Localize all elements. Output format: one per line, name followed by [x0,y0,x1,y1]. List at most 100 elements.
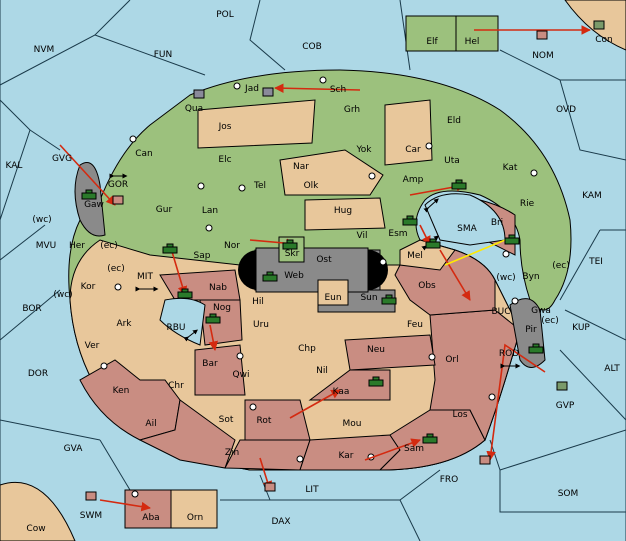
province-label-nor: Nor [224,241,240,251]
province-label-mou: Mou [343,419,362,429]
province-label-elc: Elc [218,155,231,165]
land-rot[interactable] [244,399,311,441]
province-label-sch: Sch [330,85,346,95]
province-label-ark: Ark [116,319,132,329]
province-label-rod: ROD [499,349,519,359]
province-label-yok: Yok [355,145,372,155]
province-label-mel: Mel [407,251,423,261]
province-label-alt: ALT [604,364,620,374]
province-label-qua: Qua [185,104,203,114]
province-label-ovd: OVD [556,105,576,115]
province-label-feu: Feu [407,320,423,330]
province-label-kor: Kor [81,282,96,292]
land-mel[interactable] [399,239,456,271]
province-label-qwi: Qwi [233,370,250,380]
land-jos[interactable] [197,99,316,149]
province-label-wc1: (wc) [32,215,51,225]
land-orl[interactable] [429,309,521,442]
province-label-lan: Lan [202,206,218,216]
land-hel[interactable] [455,15,499,52]
province-label-sam: Sam [404,444,424,454]
land-bar[interactable] [194,344,246,396]
province-label-nab: Nab [209,283,227,293]
province-label-kar: Kar [339,451,354,461]
land-hug[interactable] [304,197,386,231]
province-label-gvg: GVG [52,154,72,164]
province-label-nil: Nil [316,366,328,376]
province-label-olk: Olk [304,181,320,191]
province-label-ken: Ken [113,386,130,396]
adjacency-arrows [109,173,521,369]
province-label-rie: Rie [520,199,535,209]
land-ail[interactable] [138,399,236,469]
province-label-gwa: Gwa [531,306,551,316]
move-arrows [59,25,591,512]
province-label-hug: Hug [334,206,352,216]
province-label-zin: Zin [225,448,239,458]
province-label-kam: KAM [582,191,602,201]
province-label-wc2: (wc) [496,273,515,283]
province-label-sma: SMA [457,224,477,234]
province-label-cob: COB [302,42,322,52]
province-label-cow: Cow [26,524,45,534]
support-line [444,239,506,266]
province-label-rot: Rot [257,416,272,426]
land-neu[interactable] [344,334,436,371]
province-label-kat: Kat [503,163,518,173]
province-label-kal: KAL [6,161,23,171]
province-label-lit: LIT [305,485,319,495]
province-label-jos: Jos [218,122,232,132]
supply-centers [100,76,538,498]
province-label-fro: FRO [440,475,459,485]
province-label-skr: Skr [285,249,300,259]
land-ken[interactable] [79,359,181,441]
province-label-eun: Eun [324,293,341,303]
province-label-jad: Jad [244,84,259,94]
province-label-ec4: (ec) [541,316,559,326]
province-label-bor: BOR [22,304,41,314]
province-label-chp: Chp [298,344,316,354]
province-label-eld: Eld [447,116,461,126]
land-orn[interactable] [170,489,218,529]
province-label-dax: DAX [271,517,290,527]
province-label-kup: KUP [572,323,590,333]
province-label-can: Can [135,149,153,159]
land-elf[interactable] [405,15,457,52]
province-label-con: Con [595,35,613,45]
land-nab[interactable] [159,269,241,301]
province-label-nvm: NVM [34,45,55,55]
province-label-bri: Bri [491,218,503,228]
province-label-bar: Bar [202,359,218,369]
province-label-los: Los [452,410,467,420]
province-label-pol: POL [216,10,234,20]
province-label-nar: Nar [293,162,309,172]
land-olk[interactable] [279,149,384,196]
province-label-swm: SWM [80,511,102,521]
province-label-ost: Ost [316,255,332,265]
province-label-grh: Grh [344,105,360,115]
province-label-ec2: (ec) [552,261,570,271]
land-ost-inner [255,247,369,293]
province-label-ail: Ail [145,419,156,429]
province-label-nog: Nog [213,303,231,313]
province-label-orn: Orn [187,513,203,523]
army-units[interactable] [81,179,544,444]
fleet-units[interactable] [85,20,605,501]
province-label-nom: NOM [532,51,554,61]
province-label-amp: Amp [403,175,424,185]
land-car[interactable] [384,99,433,166]
land-eun[interactable] [317,279,349,306]
province-label-sot: Sot [219,415,234,425]
province-label-car: Car [405,145,421,155]
province-label-neu: Neu [367,345,385,355]
land-kaa[interactable] [308,369,391,401]
province-label-gaw: Gaw [84,200,104,210]
province-label-buc: BUC [491,307,510,317]
province-label-kaa: Kaa [333,387,350,397]
province-label-mit: MIT [137,272,153,282]
province-label-gor: GOR [108,180,128,190]
province-label-esm: Esm [388,229,407,239]
province-label-som: SOM [558,489,579,499]
